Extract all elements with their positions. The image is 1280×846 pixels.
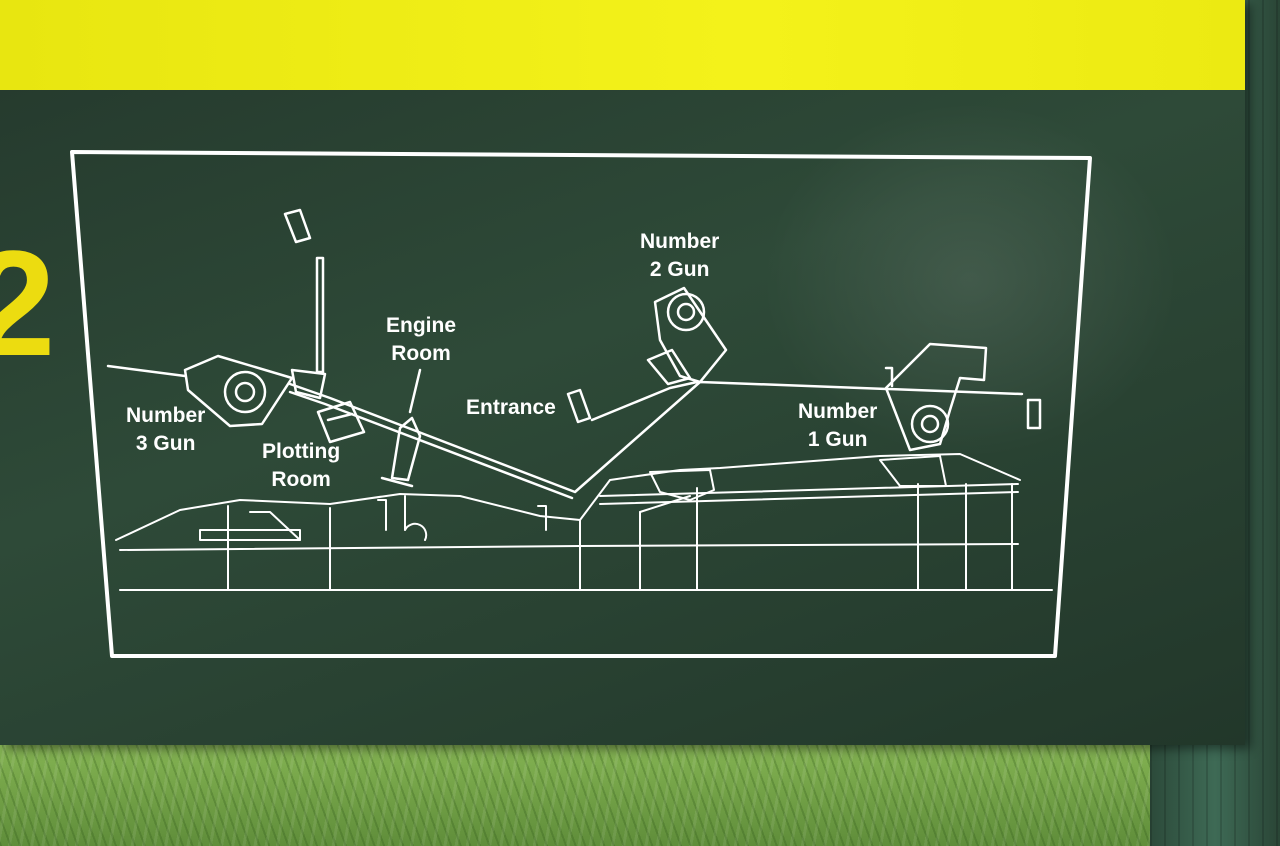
label-plotting-room-line2: Room bbox=[271, 468, 331, 491]
plotting-room-block bbox=[316, 400, 366, 444]
entrance-marker bbox=[566, 388, 592, 424]
main-path bbox=[106, 364, 187, 378]
label-plotting-room: Plotting Room bbox=[262, 438, 340, 494]
label-number-1-gun-line1: Number bbox=[798, 400, 878, 423]
label-number-3-gun-line2: 3 Gun bbox=[135, 432, 196, 455]
label-engine-room-line1: Engine bbox=[386, 314, 457, 337]
number-2-gun-emplacement bbox=[646, 286, 728, 386]
entrance-path bbox=[590, 380, 699, 422]
label-plotting-room-line1: Plotting bbox=[262, 440, 341, 463]
main-path-upper bbox=[288, 380, 1024, 494]
diagram-frame bbox=[70, 150, 1092, 658]
sign-number: 2 bbox=[0, 219, 56, 387]
label-number-2-gun-line2: 2 Gun bbox=[649, 258, 710, 281]
main-path-lower bbox=[288, 390, 574, 500]
information-sign: 2 bbox=[0, 0, 1245, 745]
label-number-3-gun: Number 3 Gun bbox=[126, 402, 205, 458]
label-number-3-gun-line1: Number bbox=[126, 404, 206, 427]
label-number-2-gun-line1: Number bbox=[640, 230, 720, 253]
number-1-gun-emplacement bbox=[884, 342, 1042, 452]
label-engine-room-line2: Room bbox=[391, 342, 451, 365]
battery-plan-diagram bbox=[70, 150, 1092, 658]
yellow-header-band bbox=[0, 0, 1245, 90]
label-entrance: Entrance bbox=[466, 396, 556, 419]
label-number-2-gun: Number 2 Gun bbox=[640, 228, 719, 284]
engine-room-block bbox=[380, 368, 422, 488]
number-3-gun-emplacement bbox=[183, 208, 327, 428]
label-number-1-gun: Number 1 Gun bbox=[798, 398, 877, 454]
label-number-1-gun-line2: 1 Gun bbox=[807, 428, 868, 451]
glare bbox=[760, 100, 1180, 460]
cross-section bbox=[115, 453, 1053, 591]
label-engine-room: Engine Room bbox=[386, 312, 456, 368]
